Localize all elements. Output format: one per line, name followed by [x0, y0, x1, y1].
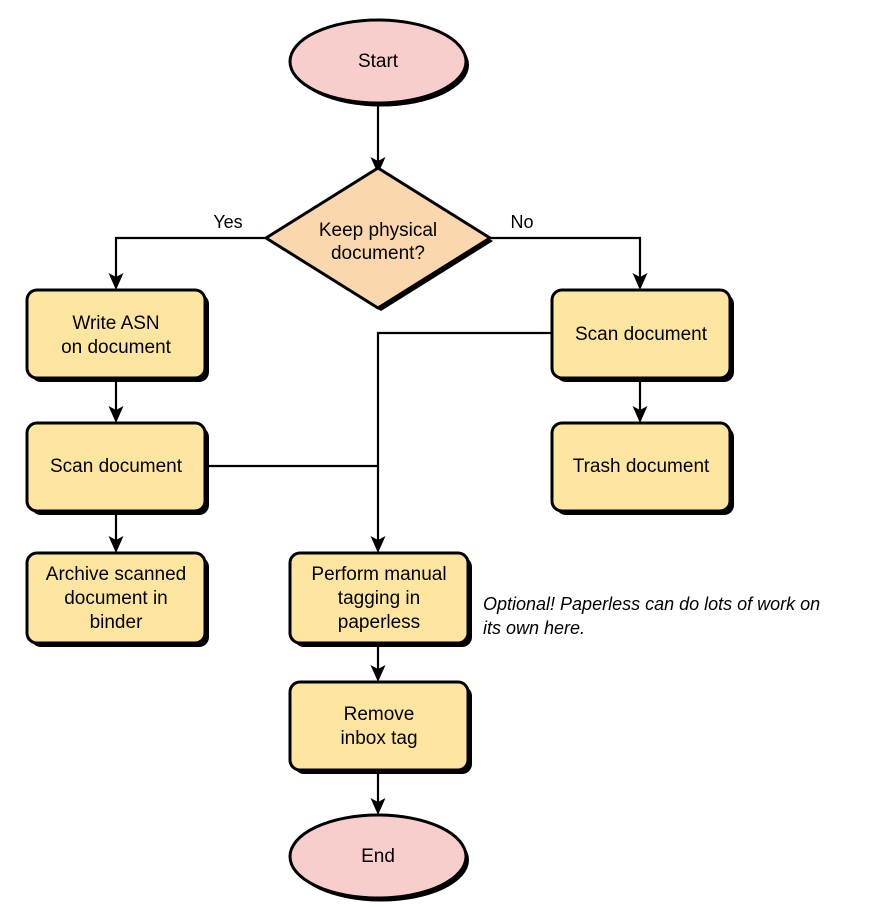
node-decision-keep-physical-document[interactable]: Keep physical document? [264, 166, 493, 311]
edge-tagging-to-remove-inbox [370, 643, 386, 682]
node-trash-document[interactable]: Trash document [550, 421, 734, 515]
edge-remove-inbox-to-end [370, 770, 386, 815]
scan-right-label: Scan document [575, 324, 708, 345]
edge-label-no: No [510, 212, 533, 232]
node-archive-scanned-document[interactable]: Archive scanned document in binder [25, 551, 209, 647]
remove-inbox-box [288, 680, 470, 772]
node-perform-manual-tagging[interactable]: Perform manual tagging in paperless [288, 551, 472, 647]
decision-label-line1: Keep physical [319, 220, 437, 241]
trash-box [550, 421, 732, 513]
edge-scan-right-to-trash [632, 378, 648, 423]
node-end[interactable]: End [288, 813, 469, 902]
decision-label-line2: document? [331, 243, 425, 264]
edge-scan-right-to-tagging [370, 331, 552, 553]
optional-note-line2: its own here. [483, 618, 585, 638]
start-ellipse [288, 18, 468, 105]
remove-inbox-label-line2: inbox tag [340, 728, 417, 749]
optional-note-line1: Optional! Paperless can do lots of work … [483, 594, 820, 614]
write-asn-label-line1: Write ASN [72, 313, 159, 334]
edge-start-to-decision [370, 103, 386, 174]
write-asn-box [25, 288, 207, 380]
node-remove-inbox-tag[interactable]: Remove inbox tag [288, 680, 472, 774]
remove-inbox-label-line1: Remove [344, 704, 415, 725]
write-asn-label-line2: on document [61, 337, 172, 358]
scan-left-box [25, 421, 207, 513]
node-start[interactable]: Start [288, 18, 469, 107]
scan-right-box [550, 288, 732, 380]
scan-left-label: Scan document [50, 456, 183, 477]
archive-label-line1: Archive scanned [46, 564, 186, 585]
end-ellipse [288, 813, 468, 900]
tagging-box [288, 551, 470, 645]
edge-write-asn-to-scan-left [108, 378, 124, 423]
tagging-label-line3: paperless [338, 612, 420, 633]
tagging-label-line2: tagging in [338, 588, 420, 609]
archive-label-line3: binder [90, 612, 143, 633]
tagging-label-line1: Perform manual [311, 564, 446, 585]
archive-label-line2: document in [64, 588, 168, 609]
decision-diamond [264, 166, 492, 310]
archive-box [25, 551, 207, 645]
edge-layer [108, 103, 648, 815]
node-scan-document-right[interactable]: Scan document [550, 288, 734, 382]
edge-label-yes: Yes [213, 212, 242, 232]
edge-decision-yes-to-write-asn [108, 236, 265, 290]
start-label: Start [358, 51, 399, 72]
annotation-optional-note: Optional! Paperless can do lots of work … [483, 594, 820, 638]
edge-decision-no-to-scan-right [490, 236, 648, 290]
node-scan-document-left[interactable]: Scan document [25, 421, 209, 515]
end-label: End [361, 846, 395, 867]
node-write-asn-on-document[interactable]: Write ASN on document [25, 288, 209, 382]
edge-scan-left-to-archive [108, 511, 124, 553]
trash-label: Trash document [573, 456, 710, 477]
